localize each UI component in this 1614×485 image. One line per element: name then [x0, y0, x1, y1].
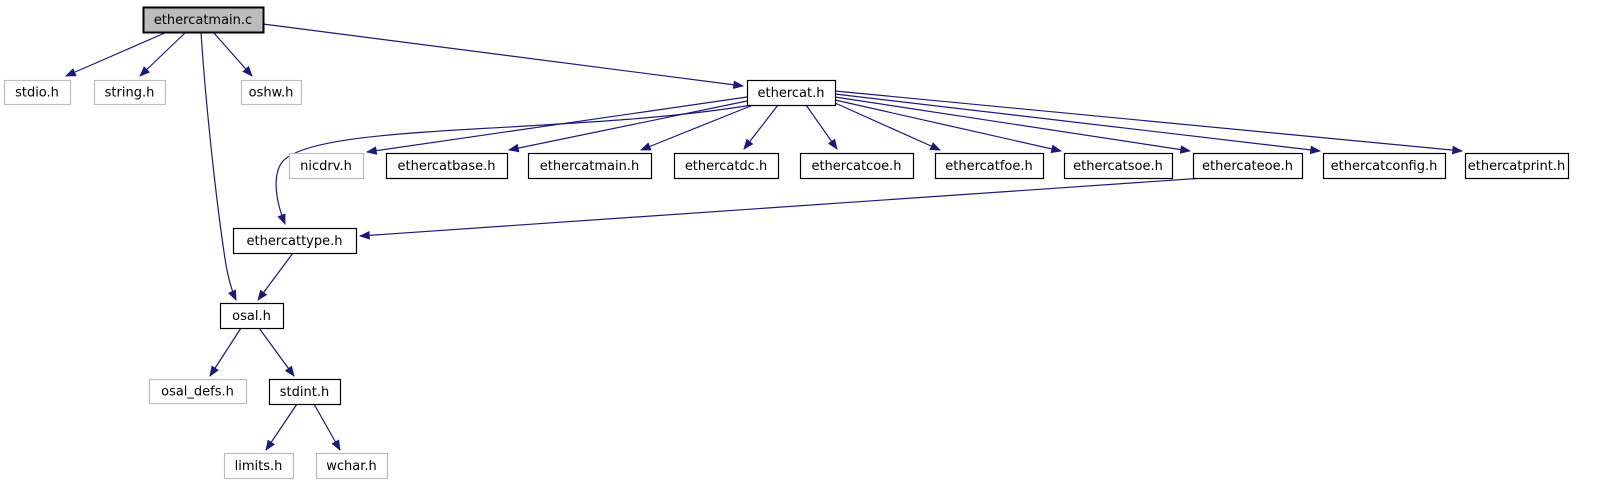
- node-label-ethercatfoe_h: ethercatfoe.h: [945, 159, 1033, 174]
- edge-ethercat_h-to-ethercatprint_h: [834, 90, 1464, 155]
- node-ethercatdc_h[interactable]: ethercatdc.h: [673, 152, 780, 180]
- node-label-osal_defs_h: osal_defs.h: [161, 385, 234, 400]
- node-label-ethercatmain_c: ethercatmain.c: [154, 13, 252, 28]
- edge-ethercatmain_c-to-stdio_h: [65, 31, 168, 77]
- node-box-string_h: [93, 79, 167, 106]
- node-ethercat_h[interactable]: ethercat.h: [746, 79, 837, 107]
- node-label-stdint_h: stdint.h: [280, 385, 329, 400]
- edge-ethercateoe_h-to-ethercattype_h: [358, 177, 1205, 240]
- node-label-wchar_h: wchar.h: [326, 459, 377, 474]
- edge-stdint_h-to-wchar_h: [313, 403, 341, 451]
- node-box-ethercat_h: [746, 79, 837, 107]
- node-label-ethercatsoe_h: ethercatsoe.h: [1073, 159, 1163, 174]
- edge-ethercatmain_c-to-ethercat_h: [262, 23, 745, 90]
- node-box-ethercatfoe_h: [934, 152, 1045, 180]
- edge-osal_h-to-stdint_h: [258, 327, 295, 377]
- edges-layer: [65, 23, 1464, 451]
- edge-ethercat_h-to-ethercateoe_h: [834, 96, 1192, 154]
- edge-ethercat_h-to-ethercatsoe_h: [834, 99, 1063, 154]
- edge-ethercat_h-to-ethercatmain_h: [639, 104, 754, 151]
- edge-ethercatmain_c-to-oshw_h: [212, 31, 253, 77]
- node-box-wchar_h: [315, 452, 389, 480]
- node-label-oshw_h: oshw.h: [249, 86, 294, 101]
- edge-ethercat_h-to-ethercatbase_h: [507, 100, 748, 153]
- node-oshw_h: oshw.h: [240, 79, 303, 106]
- node-limits_h: limits.h: [223, 452, 295, 480]
- node-ethercatprint_h[interactable]: ethercatprint.h: [1464, 152, 1570, 180]
- edge-ethercat_h-to-ethercatcoe_h: [805, 104, 838, 150]
- node-box-stdint_h: [268, 378, 342, 406]
- edge-ethercat_h-to-ethercatdc_h: [743, 104, 779, 150]
- node-box-ethercatconfig_h: [1322, 152, 1447, 180]
- node-box-osal_h: [219, 302, 285, 330]
- node-label-limits_h: limits.h: [235, 459, 283, 474]
- node-label-ethercateoe_h: ethercateoe.h: [1202, 159, 1293, 174]
- node-box-osal_defs_h: [148, 378, 248, 405]
- node-wchar_h: wchar.h: [315, 452, 389, 480]
- node-ethercattype_h[interactable]: ethercattype.h: [232, 227, 358, 255]
- node-label-ethercatdc_h: ethercatdc.h: [685, 159, 767, 174]
- edge-osal_h-to-osal_defs_h: [209, 327, 242, 377]
- node-osal_h[interactable]: osal.h: [219, 302, 285, 330]
- node-stdint_h[interactable]: stdint.h: [268, 378, 342, 406]
- node-ethercatmain_c: ethercatmain.c: [142, 6, 265, 34]
- node-nicdrv_h: nicdrv.h: [288, 152, 365, 180]
- node-ethercatconfig_h[interactable]: ethercatconfig.h: [1322, 152, 1447, 180]
- node-label-ethercatprint_h: ethercatprint.h: [1468, 159, 1566, 174]
- node-stdio_h: stdio.h: [3, 79, 72, 106]
- edge-ethercatmain_c-to-string_h: [139, 31, 187, 77]
- node-osal_defs_h: osal_defs.h: [148, 378, 248, 405]
- node-ethercatsoe_h[interactable]: ethercatsoe.h: [1063, 152, 1174, 180]
- node-box-stdio_h: [3, 79, 72, 106]
- node-label-ethercatconfig_h: ethercatconfig.h: [1331, 159, 1438, 174]
- node-box-ethercatsoe_h: [1063, 152, 1174, 180]
- node-box-ethercatmain_c: [142, 6, 265, 34]
- node-label-nicdrv_h: nicdrv.h: [300, 159, 352, 174]
- node-box-ethercatmain_h: [527, 152, 653, 180]
- node-label-ethercat_h: ethercat.h: [758, 86, 825, 101]
- node-label-string_h: string.h: [105, 86, 155, 101]
- edge-ethercat_h-to-ethercatconfig_h: [834, 93, 1322, 155]
- node-box-limits_h: [223, 452, 295, 480]
- edge-ethercat_h-to-ethercattype_h: [275, 104, 753, 226]
- node-box-nicdrv_h: [288, 152, 365, 180]
- nodes-layer: ethercatmain.c stdio.h string.h oshw.h ether…: [3, 6, 1570, 480]
- node-ethercatcoe_h[interactable]: ethercatcoe.h: [799, 152, 915, 180]
- node-ethercatmain_h[interactable]: ethercatmain.h: [527, 152, 653, 180]
- edge-ethercat_h-to-ethercatfoe_h: [834, 102, 941, 151]
- node-label-ethercatbase_h: ethercatbase.h: [398, 159, 496, 174]
- node-box-ethercateoe_h: [1192, 152, 1304, 180]
- node-box-ethercatcoe_h: [799, 152, 915, 180]
- node-box-oshw_h: [240, 79, 303, 106]
- node-ethercatbase_h[interactable]: ethercatbase.h: [385, 152, 509, 180]
- node-box-ethercattype_h: [232, 227, 358, 255]
- edge-ethercattype_h-to-osal_h: [257, 252, 294, 301]
- node-box-ethercatdc_h: [673, 152, 780, 180]
- node-label-osal_h: osal.h: [232, 309, 271, 324]
- node-string_h: string.h: [93, 79, 167, 106]
- node-label-stdio_h: stdio.h: [15, 86, 59, 101]
- node-label-ethercatmain_h: ethercatmain.h: [540, 159, 639, 174]
- node-box-ethercatprint_h: [1464, 152, 1570, 180]
- node-label-ethercatcoe_h: ethercatcoe.h: [811, 159, 901, 174]
- node-box-ethercatbase_h: [385, 152, 509, 180]
- node-ethercatfoe_h[interactable]: ethercatfoe.h: [934, 152, 1045, 180]
- node-ethercateoe_h[interactable]: ethercateoe.h: [1192, 152, 1304, 180]
- node-label-ethercattype_h: ethercattype.h: [246, 234, 342, 249]
- edge-stdint_h-to-limits_h: [265, 403, 298, 451]
- edge-ethercatmain_c-to-osal_h: [200, 31, 237, 301]
